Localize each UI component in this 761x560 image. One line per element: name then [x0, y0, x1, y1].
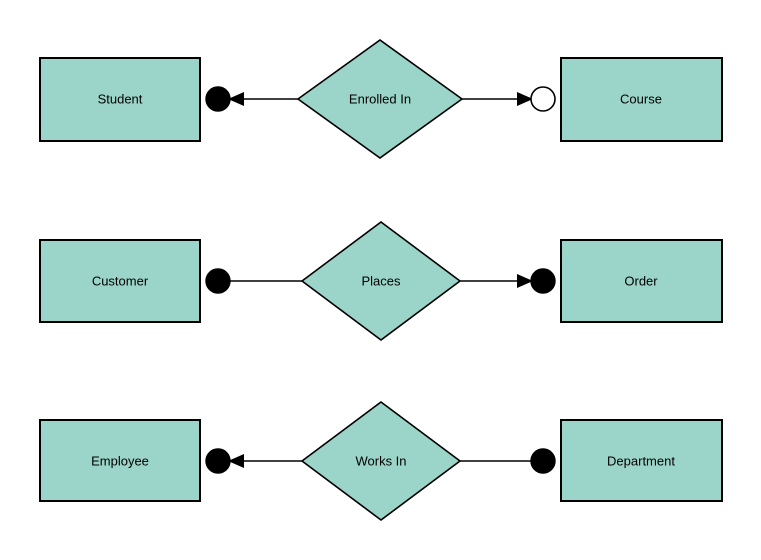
relationship-diamond-enrolled-in[interactable] — [296, 39, 464, 159]
relationship-group-places: Customer Places Order — [39, 221, 723, 341]
entity-box-employee[interactable] — [39, 419, 201, 502]
arrowhead-left-student — [228, 92, 244, 106]
cardinality-marker-filled-department[interactable] — [530, 448, 556, 474]
cardinality-marker-open-course[interactable] — [530, 86, 556, 112]
entity-label-course: Course — [620, 91, 662, 106]
relationship-group-works-in: Employee Works In Department — [39, 401, 723, 521]
relationship-diamond-works-in[interactable] — [300, 401, 462, 521]
cardinality-marker-filled-customer[interactable] — [205, 268, 231, 294]
entity-box-order[interactable] — [560, 239, 723, 323]
cardinality-marker-filled-order[interactable] — [530, 268, 556, 294]
entity-box-course[interactable] — [560, 57, 723, 142]
entity-box-customer[interactable] — [39, 239, 201, 323]
entity-label-customer: Customer — [92, 273, 149, 288]
entity-label-student: Student — [98, 91, 143, 106]
relationship-label-works-in: Works In — [355, 453, 406, 468]
cardinality-marker-filled-student[interactable] — [205, 86, 231, 112]
arrowhead-left-employee — [228, 454, 244, 468]
entity-label-employee: Employee — [91, 453, 149, 468]
arrowhead-right-order — [517, 274, 533, 288]
relationship-diamond-places[interactable] — [300, 221, 462, 341]
arrowhead-right-course — [517, 92, 533, 106]
entity-label-department: Department — [607, 453, 675, 468]
cardinality-marker-filled-employee[interactable] — [205, 448, 231, 474]
entity-label-order: Order — [624, 273, 658, 288]
relationship-label-places: Places — [361, 273, 401, 288]
entity-box-department[interactable] — [560, 419, 723, 502]
relationship-group-enrolled-in: Student Enrolled In Course — [39, 39, 723, 159]
entity-box-student[interactable] — [39, 57, 201, 142]
relationship-label-enrolled-in: Enrolled In — [349, 91, 411, 106]
